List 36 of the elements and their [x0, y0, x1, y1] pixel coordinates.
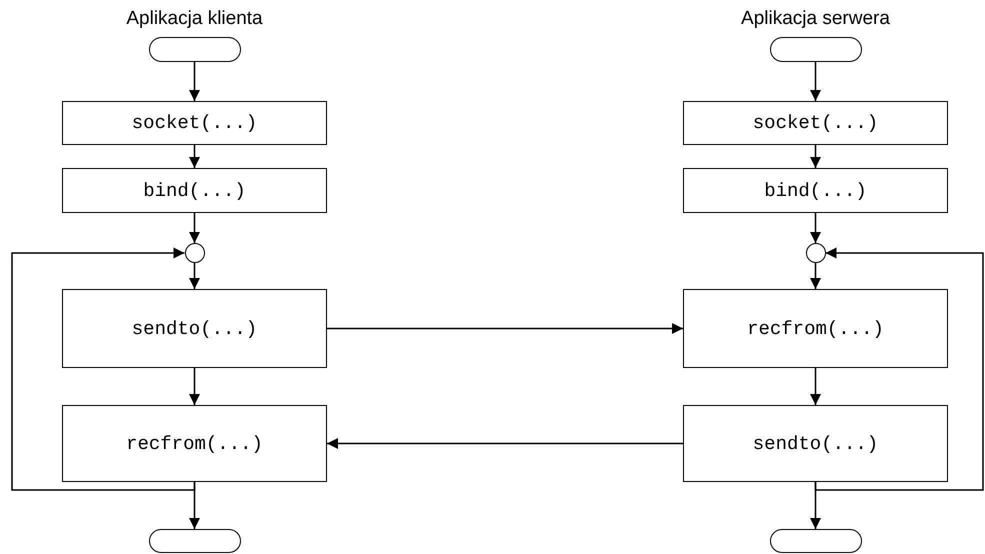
- arrow: [810, 62, 821, 101]
- process-box: [683, 101, 948, 145]
- column-title: Aplikacja serwera: [741, 8, 890, 30]
- function-call: bind(...): [143, 180, 246, 202]
- terminal-shape: [770, 529, 862, 553]
- terminal-shape: [148, 529, 240, 553]
- function-call: sendto(...): [132, 318, 258, 340]
- arrow: [189, 263, 200, 289]
- arrow: [189, 368, 200, 405]
- arrow: [810, 368, 821, 405]
- arrow: [11, 248, 196, 491]
- process-box: [62, 168, 327, 213]
- connector-circle: [184, 243, 204, 263]
- connector-circle: [806, 243, 826, 263]
- function-call: socket(...): [752, 112, 878, 134]
- function-call: sendto(...): [752, 432, 878, 454]
- function-call: bind(...): [764, 180, 867, 202]
- arrow: [189, 62, 200, 101]
- process-box: [62, 289, 327, 368]
- process-box: [683, 289, 948, 368]
- arrow: [327, 323, 683, 334]
- arrow: [810, 145, 821, 168]
- process-box: [683, 168, 948, 213]
- arrow: [810, 263, 821, 289]
- function-call: recfrom(...): [747, 318, 884, 340]
- arrow: [814, 248, 984, 491]
- arrow: [810, 213, 821, 243]
- process-box: [683, 405, 948, 482]
- function-call: socket(...): [132, 112, 258, 134]
- arrow: [189, 145, 200, 168]
- arrow: [189, 213, 200, 243]
- function-call: recfrom(...): [126, 432, 263, 454]
- process-box: [62, 405, 327, 482]
- arrow: [327, 438, 683, 449]
- process-box: [62, 101, 327, 145]
- column-title: Aplikacja klienta: [126, 8, 263, 30]
